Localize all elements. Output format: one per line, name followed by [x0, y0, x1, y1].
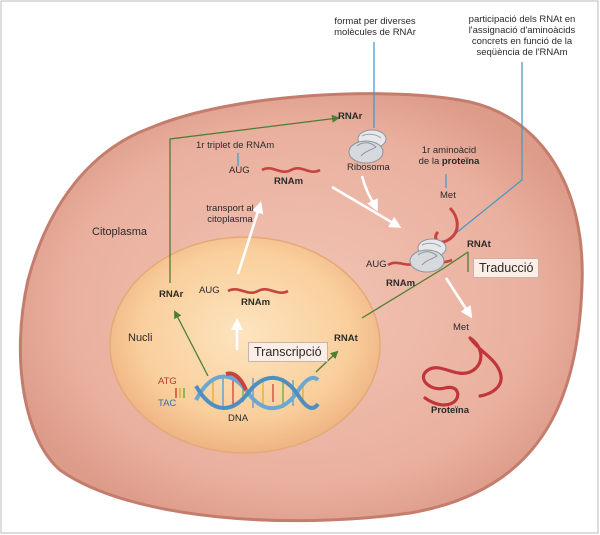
transcription-box: Transcripció: [248, 342, 328, 362]
met-bottom-label: Met: [453, 322, 469, 333]
dna-helix: [194, 371, 320, 411]
aug-nucleus-label: AUG: [199, 285, 220, 296]
ribosome-translating-icon: [409, 238, 447, 273]
cytoplasm-label: Citoplasma: [92, 226, 148, 238]
translation-to-protein-arrow: [444, 277, 473, 319]
met-top-label: Met: [440, 190, 456, 201]
codon-bars: [175, 388, 185, 398]
protein-chain: [421, 336, 503, 407]
rnar-top-label: RNAr: [338, 111, 363, 122]
rnam-nucleus-label: RNAm: [241, 297, 271, 308]
rnam-ribosome-label: RNAm: [386, 278, 416, 289]
rnar-nucleus-label: RNAr: [159, 289, 184, 300]
rnat-transport-arrow: [361, 251, 469, 319]
first-aa-annotation: 1r aminoàcid de la proteïna: [418, 145, 480, 167]
ribosome-label: Ribosoma: [347, 162, 390, 173]
translation-box: Traducció: [473, 258, 540, 278]
mrna-nucleus: [227, 288, 289, 294]
mrna-export-arrow: [236, 201, 264, 275]
trna-annotation: participació dels RNAt en l'assignació d…: [468, 14, 576, 58]
aug-ribosome-label: AUG: [366, 259, 387, 270]
nucleus-label: Nucli: [128, 332, 153, 344]
transport-annotation: transport al citoplasma: [206, 203, 254, 225]
dna-label: DNA: [228, 413, 249, 424]
mrna-to-ribosome-arrow: [331, 185, 402, 229]
ribosome-free-icon: [348, 129, 387, 164]
first-triplet-annotation: 1r triplet de RNAm: [196, 140, 275, 151]
transcription-rnar-arrow: [174, 310, 209, 377]
rnat-nucleus-label: RNAt: [334, 333, 358, 344]
transcription-rnat-arrow: [315, 350, 339, 373]
atg-label: ATG: [158, 376, 177, 387]
nucleus-shape: [109, 236, 381, 454]
ribosome-annotation: format per diverses molècules de RNAr: [334, 16, 416, 38]
tac-label: TAC: [158, 398, 177, 409]
rnam-cytoplasm-label: RNAm: [274, 176, 304, 187]
nascent-peptide: [434, 206, 459, 244]
aug-cytoplasm-label: AUG: [229, 165, 250, 176]
rnar-transport-arrow: [169, 114, 340, 283]
protein-label: Proteïna: [431, 405, 470, 416]
ribosome-to-translation-arrow: [360, 175, 378, 212]
mrna-cytoplasm: [261, 167, 321, 173]
trna-leader-line: [434, 62, 523, 251]
rnat-ribosome-label: RNAt: [467, 239, 491, 250]
